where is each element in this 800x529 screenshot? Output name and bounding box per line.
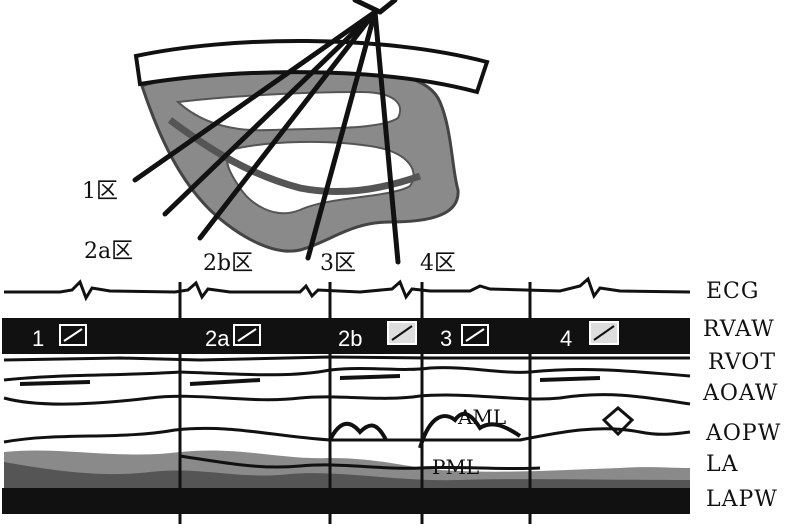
- aoaw-trace: [3, 366, 691, 382]
- aml-trace: [328, 411, 522, 449]
- echo-window-icon: [59, 324, 87, 346]
- lapw-band: [2, 488, 690, 514]
- band-label-2a: 2a: [205, 326, 230, 351]
- echo-window-icon: [461, 324, 489, 346]
- zone-label-3: 3区: [320, 251, 356, 276]
- pml-trace: [179, 454, 541, 471]
- mmode-strip: 1 2a 2b 3 4: [2, 276, 781, 524]
- trace-label-ecg: ECG: [706, 279, 759, 304]
- pml-label: PML: [432, 455, 479, 479]
- zone-label-2a: 2a区: [84, 239, 133, 264]
- trace-label-rvaw: RVAW: [703, 317, 775, 342]
- zone-label-2b: 2b区: [203, 251, 253, 276]
- aopw-upper-trace: [3, 393, 691, 406]
- rvot-trace: [3, 355, 690, 362]
- trace-label-aoaw: AOAW: [702, 381, 779, 406]
- heart-sketch: 1区 2a区 2b区 3区 4区: [82, 0, 490, 276]
- aoaw-trace-dashed: [19, 374, 601, 386]
- trace-label-lapw: LAPW: [706, 487, 778, 512]
- heart-septum: [167, 117, 422, 196]
- echo-window-icon: [233, 324, 261, 346]
- zone-dividers: [178, 282, 532, 524]
- aopw-trace: [3, 426, 691, 444]
- trace-label-rvot: RVOT: [708, 350, 776, 375]
- transducer-bar: [133, 38, 490, 95]
- band-label-4: 4: [560, 326, 572, 351]
- band-label-3: 3: [440, 326, 452, 351]
- la-tissue-dark: [4, 462, 690, 490]
- rvaw-band-labels: 1 2a 2b 3 4: [32, 321, 619, 351]
- trace-label-aopw: AOPW: [705, 421, 781, 446]
- ultrasound-beams: [132, 0, 401, 265]
- zone-label-1: 1区: [82, 179, 118, 204]
- band-label-2b: 2b: [338, 326, 362, 351]
- trace-label-la: LA: [706, 452, 739, 477]
- zone-label-4: 4区: [420, 251, 456, 276]
- rvaw-band: [2, 318, 690, 354]
- aml-label: AML: [457, 405, 506, 429]
- band-label-1: 1: [32, 326, 44, 351]
- ecg-trace: [4, 276, 691, 302]
